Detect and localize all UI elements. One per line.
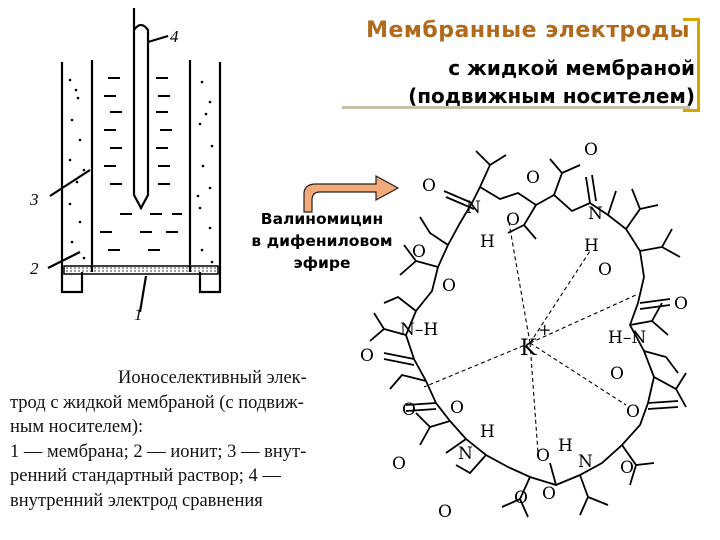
atom-o-18: O <box>438 502 452 522</box>
slide-title: Мембранные электроды <box>366 18 690 43</box>
atom-h-1: H <box>480 232 495 252</box>
vessel-right-wall <box>198 62 222 294</box>
valinomycin-line1: Валиномицин <box>260 210 384 228</box>
atom-o-4: O <box>584 140 598 160</box>
callout-arrow <box>303 174 400 213</box>
reference-electrode <box>132 8 150 211</box>
vessel-left-wall <box>60 62 84 294</box>
atom-n-1: N <box>466 198 481 218</box>
atom-o-11: O <box>402 400 416 420</box>
leader-3 <box>49 169 91 197</box>
atom-n-4: N <box>578 452 593 472</box>
potassium-charge: + <box>538 320 551 339</box>
electrode-diagram: 4 3 2 1 <box>29 8 222 324</box>
caption-line5: ренний стандартный раствор; 4 — <box>10 466 281 486</box>
atom-o-7: O <box>674 294 688 314</box>
atom-hn-1: H–N <box>608 328 646 348</box>
atom-n-2: N <box>588 204 603 224</box>
leader-1 <box>138 275 148 313</box>
side-chains <box>369 150 687 518</box>
atom-o-2: O <box>526 168 540 188</box>
atom-h-4: H <box>558 436 573 456</box>
atom-o-3: O <box>506 210 520 230</box>
internal-solution-dashes <box>100 77 182 251</box>
atom-o-16: O <box>620 458 634 478</box>
valinomycin-label: Валиномицин в дифениловом эфире <box>232 208 412 274</box>
atom-o-8: O <box>442 276 456 296</box>
valinomycin-line3: эфире <box>293 254 351 272</box>
label-4: 4 <box>170 27 179 46</box>
atom-nh-1: N–H <box>400 320 438 340</box>
atom-n-3: N <box>458 444 473 464</box>
atom-o-12: O <box>450 398 464 418</box>
caption-line2: трод с жидкой мембраной (с подвиж- <box>10 392 304 413</box>
label-3: 3 <box>29 190 39 209</box>
atom-h-3: H <box>480 422 495 442</box>
label-2: 2 <box>30 259 39 278</box>
title-bracket <box>683 18 700 112</box>
atom-o-6: O <box>412 242 426 262</box>
caption-line3: ным носителем): <box>10 417 144 437</box>
caption-line4: 1 — мембрана; 2 — ионит; 3 — внут- <box>10 441 307 462</box>
atom-o-1: O <box>422 176 436 196</box>
atom-o-17: O <box>514 488 528 508</box>
slide-subtitle-line2: (подвижным носителем) <box>408 84 695 108</box>
leader-4 <box>147 34 169 44</box>
diagram-caption: Ионоселективный элек- трод с жидкой мемб… <box>10 366 345 513</box>
leader-2 <box>47 251 81 269</box>
atom-o-5: O <box>598 260 612 280</box>
atom-o-19: O <box>542 484 556 504</box>
atom-o-14: O <box>536 446 550 466</box>
atom-o-13: O <box>626 402 640 422</box>
label-1: 1 <box>134 305 143 324</box>
membrane-hatch <box>66 267 216 272</box>
atom-o-10: O <box>610 364 624 384</box>
valinomycin-line2: в дифениловом <box>251 232 393 250</box>
atom-h-2: H <box>584 236 599 256</box>
valinomycin-k-complex: O N H O O O N H O O O O N–H H–N O O O O … <box>360 140 688 522</box>
atom-o-15: O <box>392 454 406 474</box>
caption-line1: Ионоселективный элек- <box>118 368 307 388</box>
slide-subtitle-line1: с жидкой мембраной <box>448 56 695 80</box>
title-underline <box>342 106 690 109</box>
carbonyl-bonds <box>383 174 679 486</box>
coordination-lines <box>423 216 637 454</box>
caption-line6: внутренний электрод сравнения <box>10 490 263 511</box>
potassium-ion: K <box>520 336 537 361</box>
membrane <box>63 265 219 275</box>
atom-labels: O N H O O O N H O O O O N–H H–N O O O O … <box>360 140 688 522</box>
ionite-dots <box>68 78 214 264</box>
atom-o-9: O <box>360 346 374 366</box>
